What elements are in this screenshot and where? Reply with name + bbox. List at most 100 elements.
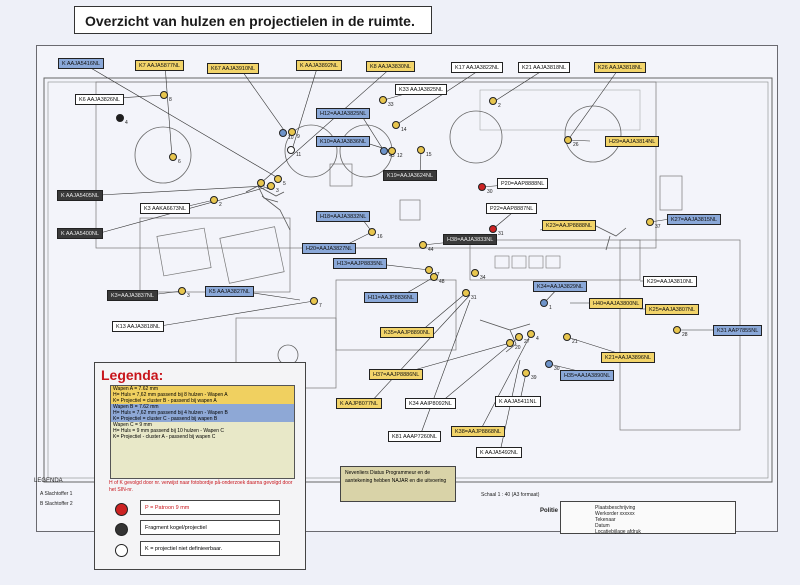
evidence-number: 43 — [389, 153, 395, 159]
evidence-number: 2 — [219, 202, 222, 208]
evidence-label: K AAJA3892NL — [296, 60, 342, 71]
legend-weapon-line: K= Projectiel - cluster A - passend bij … — [111, 434, 294, 440]
evidence-marker — [673, 326, 681, 334]
evidence-marker — [310, 297, 318, 305]
evidence-marker — [417, 146, 425, 154]
evidence-marker — [178, 287, 186, 295]
evidence-marker — [515, 333, 523, 341]
evidence-label: K AAJA5416NL — [58, 58, 104, 69]
evidence-marker — [257, 179, 265, 187]
evidence-number: 6 — [178, 159, 181, 165]
evidence-marker — [462, 289, 470, 297]
police-logo-text: Politie — [540, 508, 559, 514]
evidence-marker — [506, 339, 514, 347]
evidence-label: K34 AAIP8092NL — [405, 398, 456, 409]
evidence-label: P22=AAP8887NL — [486, 203, 538, 214]
evidence-label: P20=AAP8888NL — [497, 178, 549, 189]
diagram-title: Overzicht van hulzen en projectielen in … — [74, 6, 432, 34]
bottom-note: Nevenliers Diatus Programmeur en de aant… — [340, 466, 456, 502]
evidence-label: H13=AAJP8835NL — [333, 258, 388, 269]
legend-weapon-line: K= Projectiel = cluster B - passend bij … — [111, 398, 294, 404]
evidence-marker — [419, 241, 427, 249]
evidence-number: 15 — [426, 152, 432, 158]
evidence-number: 10 — [288, 135, 294, 141]
legend-note: H of K gevolgd door nr. verwijst naar fo… — [109, 480, 293, 493]
evidence-number: 1 — [549, 305, 552, 311]
evidence-label: K5 AAJA3827NL — [205, 286, 254, 297]
evidence-marker — [489, 225, 497, 233]
evidence-label: H40=AAJA3800NL — [589, 298, 644, 309]
evidence-number: 16 — [377, 234, 383, 240]
evidence-marker — [527, 330, 535, 338]
evidence-marker — [522, 369, 530, 377]
evidence-number: 11 — [296, 152, 302, 158]
evidence-number: 31 — [498, 231, 504, 237]
evidence-label: H38=AAJA3833NL — [443, 234, 498, 245]
evidence-number: 7 — [319, 303, 322, 309]
small-legend-item: A Slachtoffer 1 — [40, 491, 73, 497]
evidence-marker — [388, 147, 396, 155]
evidence-label: K3=AAJA3837NL — [107, 290, 158, 301]
evidence-number: 37 — [655, 224, 661, 230]
legend-weapon-line: H= Huls = 7,62 mm passend bij 8 hulzen -… — [111, 392, 294, 398]
evidence-marker — [288, 128, 296, 136]
evidence-marker — [267, 182, 275, 190]
evidence-label: K13 AAJA3818NL — [112, 321, 165, 332]
evidence-marker — [563, 333, 571, 341]
evidence-number: 2 — [498, 103, 501, 109]
evidence-label: K21=AAJA3896NL — [601, 352, 656, 363]
evidence-label: H35=AAJA3890NL — [560, 370, 615, 381]
evidence-marker — [646, 218, 654, 226]
evidence-number: 8 — [169, 97, 172, 103]
evidence-marker — [279, 129, 287, 137]
evidence-number: 27 — [524, 339, 530, 345]
evidence-number: 33 — [388, 102, 394, 108]
evidence-label: H29=AAJA3814NL — [605, 136, 660, 147]
legend-weapon-line: H= Huls = 9 mm passend bij 10 hulzen - W… — [111, 428, 294, 434]
evidence-label: K19=AAJA3624NL — [383, 170, 438, 181]
evidence-label: H37=AAJP8886NL — [369, 369, 424, 380]
evidence-label: K7 AAJA5877NL — [135, 60, 184, 71]
black-dot-icon — [115, 523, 128, 536]
evidence-number: 44 — [428, 247, 434, 253]
evidence-marker — [368, 228, 376, 236]
legend-weapon-line: Wapen C = 9 mm — [111, 422, 294, 428]
evidence-label: K34=AAJA3829NL — [533, 281, 588, 292]
evidence-label: K81 AAAP7260NL — [388, 431, 441, 442]
evidence-marker — [379, 96, 387, 104]
evidence-label: K8 AAJA3830NL — [366, 61, 415, 72]
evidence-marker — [564, 136, 572, 144]
evidence-label: H11=AAJP8836NL — [364, 292, 418, 303]
evidence-marker — [287, 146, 295, 154]
evidence-marker — [489, 97, 497, 105]
evidence-number: 30 — [554, 366, 560, 372]
evidence-marker — [430, 273, 438, 281]
evidence-label: K AAJA5400NL — [57, 228, 103, 239]
small-legend-title: LEGENDA — [34, 478, 63, 484]
evidence-number: 14 — [401, 127, 407, 133]
evidence-label: K33 AAJA3825NL — [395, 84, 448, 95]
legend-weapon-line: Wapen B = 7.62 mm — [111, 404, 294, 410]
red-dot-icon — [115, 503, 128, 516]
evidence-number: 21 — [572, 339, 578, 345]
legend-weapon-line: K= Projectiel = cluster C - passend bij … — [111, 416, 294, 422]
evidence-number: 39 — [531, 375, 537, 381]
evidence-label: K27=AAJA3815NL — [667, 214, 722, 225]
evidence-marker — [471, 269, 479, 277]
evidence-number: 9 — [297, 134, 300, 140]
evidence-marker — [116, 114, 124, 122]
evidence-marker — [425, 266, 433, 274]
evidence-marker — [380, 147, 388, 155]
evidence-number: 5 — [283, 181, 286, 187]
evidence-label: K35=AAJP8890NL — [380, 327, 435, 338]
evidence-marker — [274, 175, 282, 183]
evidence-label: K23=AAJP8888NL — [542, 220, 597, 231]
evidence-label: H12=AAJA3825NL — [316, 108, 371, 119]
evidence-label: H20=AAJA3827NL — [302, 243, 357, 254]
evidence-number: 4 — [125, 120, 128, 126]
evidence-number: 4 — [536, 336, 539, 342]
evidence-marker — [160, 91, 168, 99]
evidence-label: K3 AAKA6673NL — [140, 203, 190, 214]
evidence-number: 30 — [487, 189, 493, 195]
evidence-label: K AAJA5405NL — [57, 190, 103, 201]
